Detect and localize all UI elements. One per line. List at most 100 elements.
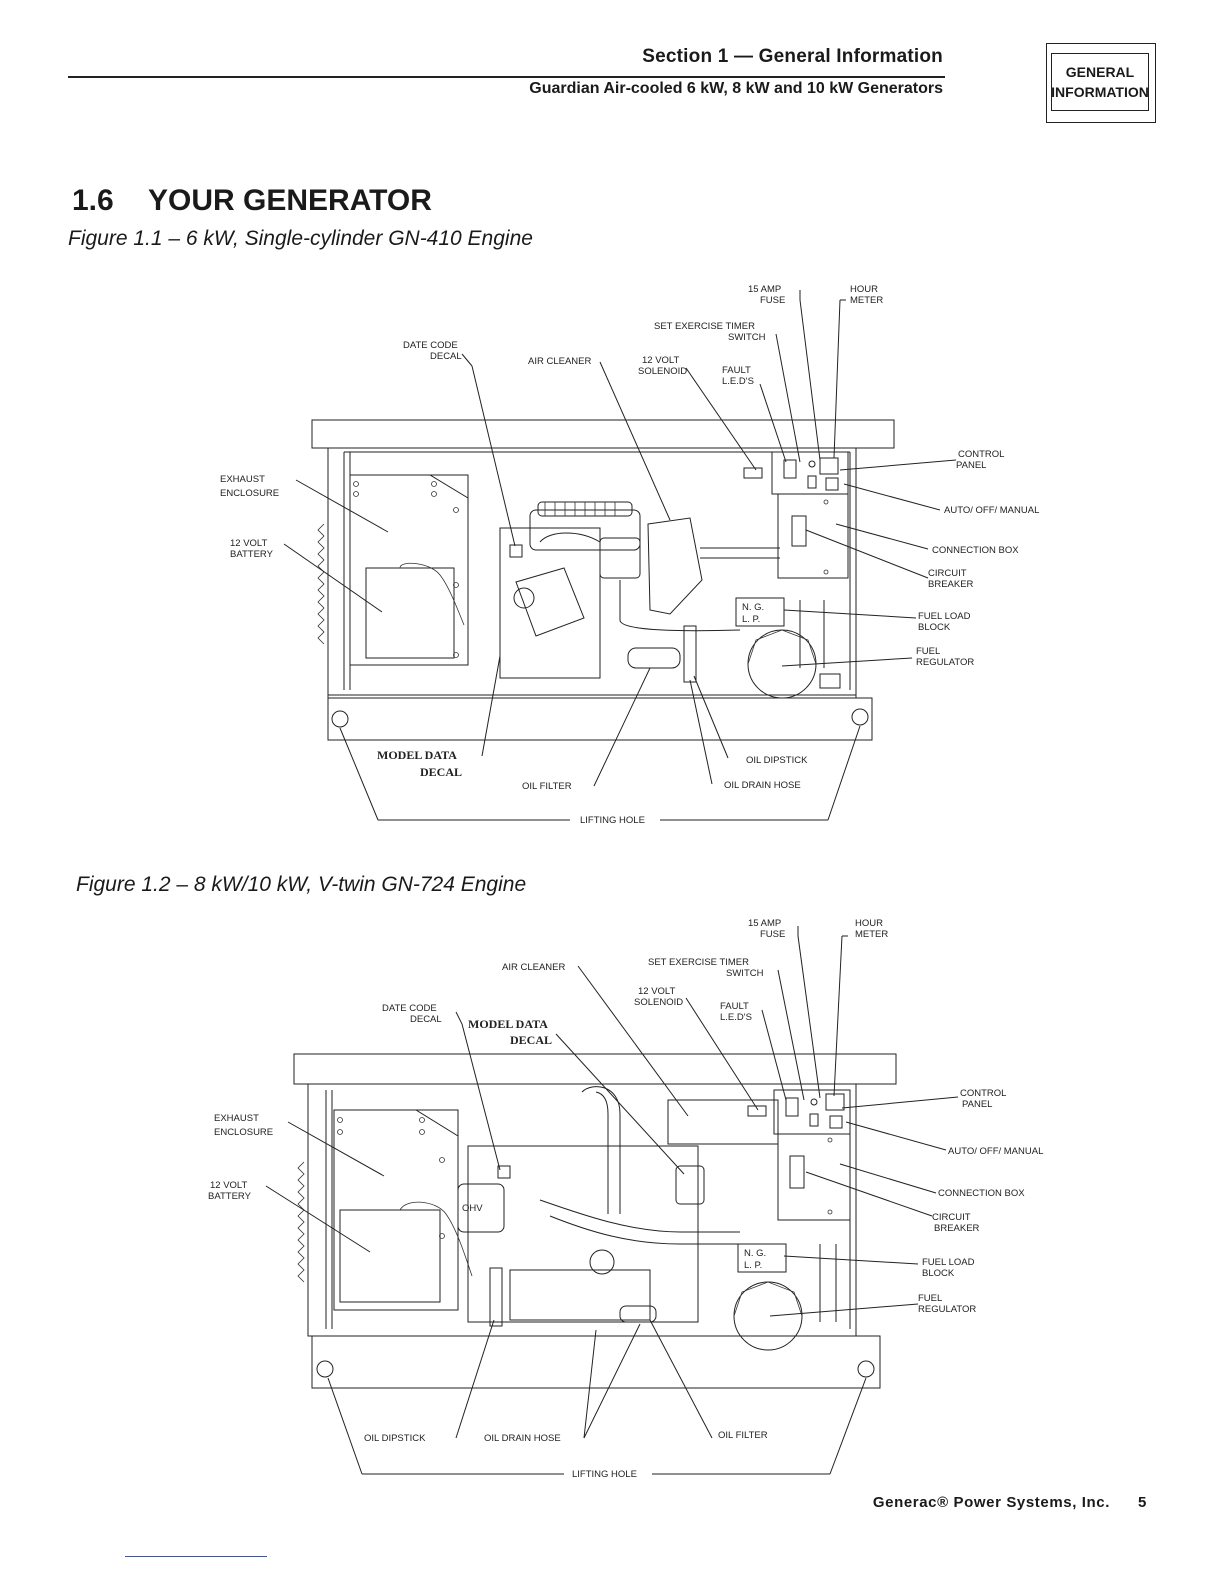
control-panel-label-1: CONTROL [960, 1088, 1006, 1099]
fuel-reg-label-1: FUEL [916, 646, 940, 657]
footer-company: Generac® Power Systems, Inc. [872, 1494, 1110, 1511]
enclosure-lid [311, 419, 895, 449]
side-vent [297, 1161, 305, 1283]
circuit-breaker-label-1: CIRCUIT [928, 568, 967, 579]
oil-filter-label: OIL FILTER [522, 781, 572, 792]
battery-box [339, 1209, 441, 1303]
battery-label-2: BATTERY [208, 1191, 252, 1202]
exhaust-label-1: EXHAUST [220, 474, 265, 485]
date-code-decal-mark [509, 544, 523, 558]
badge-frame [1046, 43, 1156, 123]
control-panel-label-2: PANEL [956, 460, 986, 471]
ng-label: N. G. [744, 1248, 766, 1259]
exhaust-enclosure-box [349, 474, 469, 666]
battery-box [365, 567, 455, 659]
solenoid-label-1: 12 VOLT [642, 355, 680, 366]
model-data-label-2: DECAL [510, 1033, 552, 1047]
fuel-load-label-1: FUEL LOAD [918, 611, 971, 622]
date-code-label-1: DATE CODE [403, 340, 458, 351]
connection-box [777, 1133, 851, 1221]
circuit-breaker-label-2: BREAKER [928, 579, 974, 590]
section-subtitle: Guardian Air-cooled 6 kW, 8 kW and 10 kW… [529, 80, 943, 97]
air-cleaner-housing [667, 1099, 779, 1145]
fault-leds-label-1: FAULT [722, 365, 751, 376]
enclosure-base [327, 697, 873, 741]
fuel-load-label-2: BLOCK [918, 622, 951, 633]
battery-label-1: 12 VOLT [230, 538, 268, 549]
figure-1-caption: Figure 1.1 – 6 kW, Single-cylinder GN-41… [68, 227, 533, 250]
fuel-load-block [735, 597, 785, 627]
fuel-load-label-2: BLOCK [922, 1268, 955, 1279]
model-data-label-1: MODEL DATA [377, 748, 457, 762]
date-code-label-1: DATE CODE [382, 1003, 437, 1014]
oil-filter [619, 1305, 657, 1323]
oil-filter [627, 647, 681, 669]
valve-cover [457, 1183, 505, 1233]
model-data-label-2: DECAL [420, 765, 462, 779]
circuit-breaker-switch [789, 1155, 805, 1189]
connection-box-label: CONNECTION BOX [932, 545, 1019, 556]
side-vent [317, 523, 325, 645]
lifting-hole-right [857, 1360, 875, 1378]
oil-filter-label: OIL FILTER [718, 1430, 768, 1441]
air-cleaner-housing [647, 517, 703, 615]
battery-label-1: 12 VOLT [210, 1180, 248, 1191]
solenoid [743, 467, 763, 479]
fuse-label-2: FUSE [760, 295, 785, 306]
solenoid-label-2: SOLENOID [638, 366, 687, 377]
fuse-label-2: FUSE [760, 929, 785, 940]
fuse-label-1: 15 AMP [748, 918, 781, 929]
oil-dipstick-label: OIL DIPSTICK [746, 755, 808, 766]
badge-text-1: GENERAL [1065, 64, 1135, 80]
fuel-regulator [747, 629, 817, 699]
air-cleaner-label: AIR CLEANER [528, 356, 591, 367]
engine-block [499, 527, 601, 679]
connection-box-label: CONNECTION BOX [938, 1188, 1025, 1199]
timer-switch-label-2: SWITCH [726, 968, 764, 979]
solenoid-label-1: 12 VOLT [638, 986, 676, 997]
auto-off-manual-switch [825, 477, 839, 491]
engine-block [467, 1145, 699, 1323]
fault-leds-label-2: L.E.D'S [722, 376, 754, 387]
fuse-label-1: 15 AMP [748, 284, 781, 295]
auto-off-label: AUTO/ OFF/ MANUAL [948, 1146, 1043, 1157]
fuel-load-label-1: FUEL LOAD [922, 1257, 975, 1268]
ohv-label: OHV [462, 1203, 483, 1214]
hour-meter-label-2: METER [850, 295, 883, 306]
fuel-reg-label-1: FUEL [918, 1293, 942, 1304]
model-data-label-1: MODEL DATA [468, 1017, 548, 1031]
lifting-hole-label: LIFTING HOLE [572, 1469, 637, 1480]
enclosure-base [311, 1335, 881, 1389]
lifting-hole-left [331, 710, 349, 728]
timer-switch-label-1: SET EXERCISE TIMER [648, 957, 749, 968]
lp-label: L. P. [744, 1260, 762, 1271]
fault-leds-label-1: FAULT [720, 1001, 749, 1012]
solenoid [747, 1105, 767, 1117]
hour-meter-display [825, 1093, 845, 1111]
circuit-breaker-switch [791, 515, 807, 547]
circuit-breaker-label-2: BREAKER [934, 1223, 980, 1234]
badge-text-2: INFORMATION [1051, 84, 1149, 100]
hour-meter-label-1: HOUR [850, 284, 878, 295]
auto-off-manual-switch [829, 1115, 843, 1129]
figure-1-diagram: N. G. L. P. 15 AMP FUSE HOUR METER SET E… [220, 284, 1039, 826]
valve-cover [515, 567, 585, 637]
hour-meter-label-2: METER [855, 929, 888, 940]
figure-2-caption: Figure 1.2 – 8 kW/10 kW, V-twin GN-724 E… [76, 873, 527, 896]
lifting-hole-label: LIFTING HOLE [580, 815, 645, 826]
section-badge: GENERAL INFORMATION [1046, 43, 1156, 123]
hour-meter-display [819, 457, 839, 475]
circuit-breaker-label-1: CIRCUIT [932, 1212, 971, 1223]
fuel-reg-label-2: REGULATOR [918, 1304, 976, 1315]
timer-switch-label-2: SWITCH [728, 332, 766, 343]
ng-label: N. G. [742, 602, 764, 613]
oil-dipstick-label: OIL DIPSTICK [364, 1433, 426, 1444]
control-panel [771, 451, 849, 495]
enclosure-frame [327, 447, 857, 699]
exhaust-label-2: ENCLOSURE [214, 1127, 273, 1138]
enclosure-lid [293, 1053, 897, 1085]
fault-leds-label-2: L.E.D'S [720, 1012, 752, 1023]
date-code-decal-mark [497, 1165, 511, 1179]
connection-box [777, 493, 849, 579]
exhaust-label-1: EXHAUST [214, 1113, 259, 1124]
